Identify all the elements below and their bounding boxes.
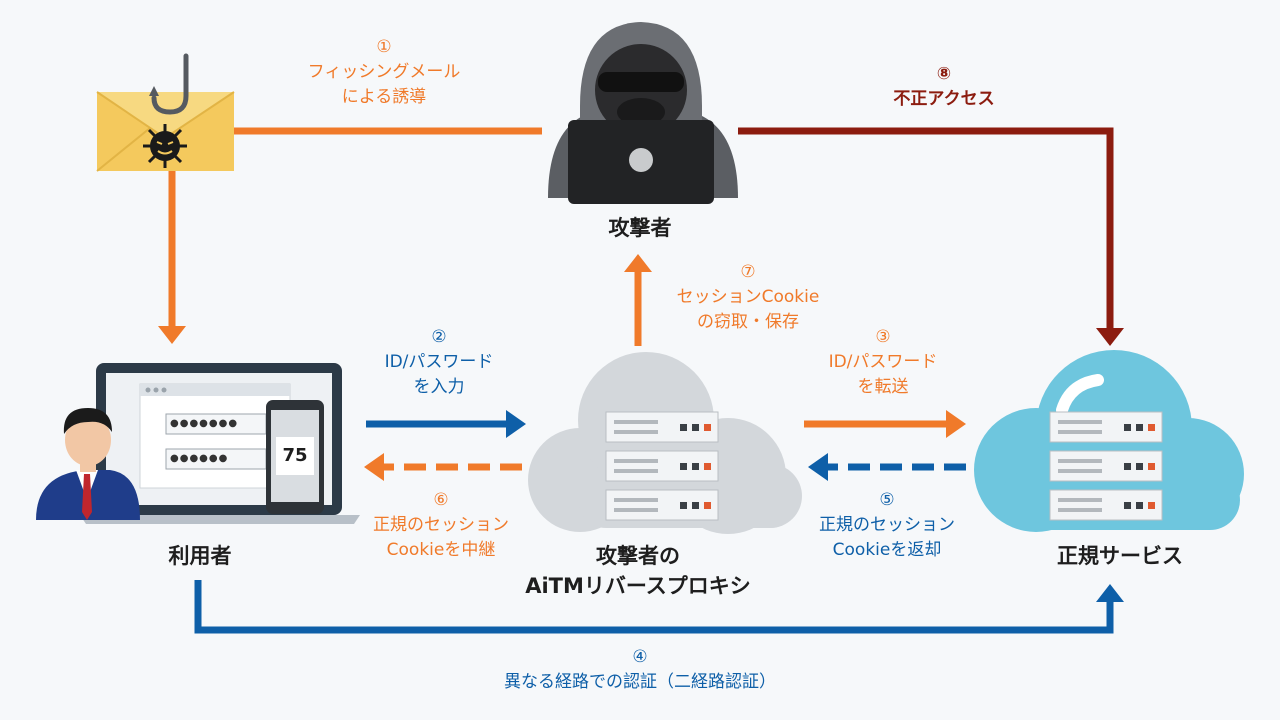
step-2-number: ② — [431, 327, 447, 347]
step-2-text-line1: ID/パスワード — [384, 352, 494, 372]
step-5-label: ⑤ 正規のセッション Cookieを返却 — [802, 488, 972, 563]
attacker-label: 攻撃者 — [608, 216, 672, 240]
step-3-text-line1: ID/パスワード — [828, 352, 938, 372]
step-6-number: ⑥ — [433, 490, 449, 510]
password-mask-1: ●●●●●●● — [170, 418, 239, 429]
step-7-text-line2: の窃取・保存 — [697, 312, 799, 332]
step-1-label: ① フィッシングメール による誘導 — [284, 35, 484, 110]
proxy-label-line1: 攻撃者の — [596, 544, 680, 568]
phishing-mail-icon — [96, 53, 235, 172]
step-2-text-line2: を入力 — [413, 377, 465, 397]
arrowhead-mail-to-user — [158, 326, 186, 344]
service-label: 正規サービス — [1057, 544, 1183, 568]
arrowhead-7 — [624, 254, 652, 272]
step-7-label: ⑦ セッションCookie の窃取・保存 — [652, 260, 844, 335]
arrowhead-5 — [808, 453, 828, 481]
connector-8-attacker-to-service — [738, 127, 1114, 330]
step-3-text-line2: を転送 — [857, 377, 909, 397]
smartphone-icon — [266, 400, 324, 514]
connector-4-user-to-service — [194, 580, 1114, 634]
arrowhead-8 — [1096, 328, 1124, 346]
step-4-text: 異なる経路での認証（二経路認証） — [504, 672, 776, 692]
step-5-number: ⑤ — [879, 490, 895, 510]
step-3-label: ③ ID/パスワード を転送 — [808, 325, 958, 400]
step-7-number: ⑦ — [740, 262, 756, 282]
step-1-number: ① — [376, 37, 392, 57]
step-2-label: ② ID/パスワード を入力 — [364, 325, 514, 400]
arrowhead-6 — [364, 453, 384, 481]
user-label: 利用者 — [168, 544, 232, 568]
phone-code: 75 — [282, 445, 308, 466]
arrowhead-2 — [506, 410, 526, 438]
service-server-rack — [1049, 411, 1163, 521]
step-1-text-line1: フィッシングメール — [307, 62, 461, 82]
step-6-text-line1: 正規のセッション — [373, 515, 509, 535]
service-server-cloud-icon — [974, 350, 1244, 532]
step-4-label: ④ 異なる経路での認証（二経路認証） — [460, 645, 820, 695]
step-5-text-line2: Cookieを返却 — [832, 540, 942, 560]
user-icon — [36, 408, 140, 520]
step-8-number: ⑧ — [936, 64, 952, 84]
proxy-label-line2: AiTMリバースプロキシ — [525, 574, 751, 598]
step-8-text: 不正アクセス — [893, 89, 995, 109]
proxy-server-cloud-icon — [528, 352, 802, 534]
step-6-text-line2: Cookieを中継 — [386, 540, 496, 560]
step-1-text-line2: による誘導 — [341, 87, 427, 107]
step-5-text-line1: 正規のセッション — [819, 515, 955, 535]
arrowhead-3 — [946, 410, 966, 438]
proxy-server-rack — [605, 411, 719, 521]
step-7-text-line1: セッションCookie — [676, 287, 820, 307]
proxy-label: 攻撃者の AiTMリバースプロキシ — [520, 541, 756, 601]
step-4-number: ④ — [632, 647, 648, 667]
password-mask-2: ●●●●●● — [170, 453, 229, 464]
arrowhead-4 — [1096, 584, 1124, 602]
step-8-label: ⑧ 不正アクセス — [864, 62, 1024, 112]
step-3-number: ③ — [875, 327, 891, 347]
hacker-icon — [548, 22, 738, 204]
step-6-label: ⑥ 正規のセッション Cookieを中継 — [356, 488, 526, 563]
